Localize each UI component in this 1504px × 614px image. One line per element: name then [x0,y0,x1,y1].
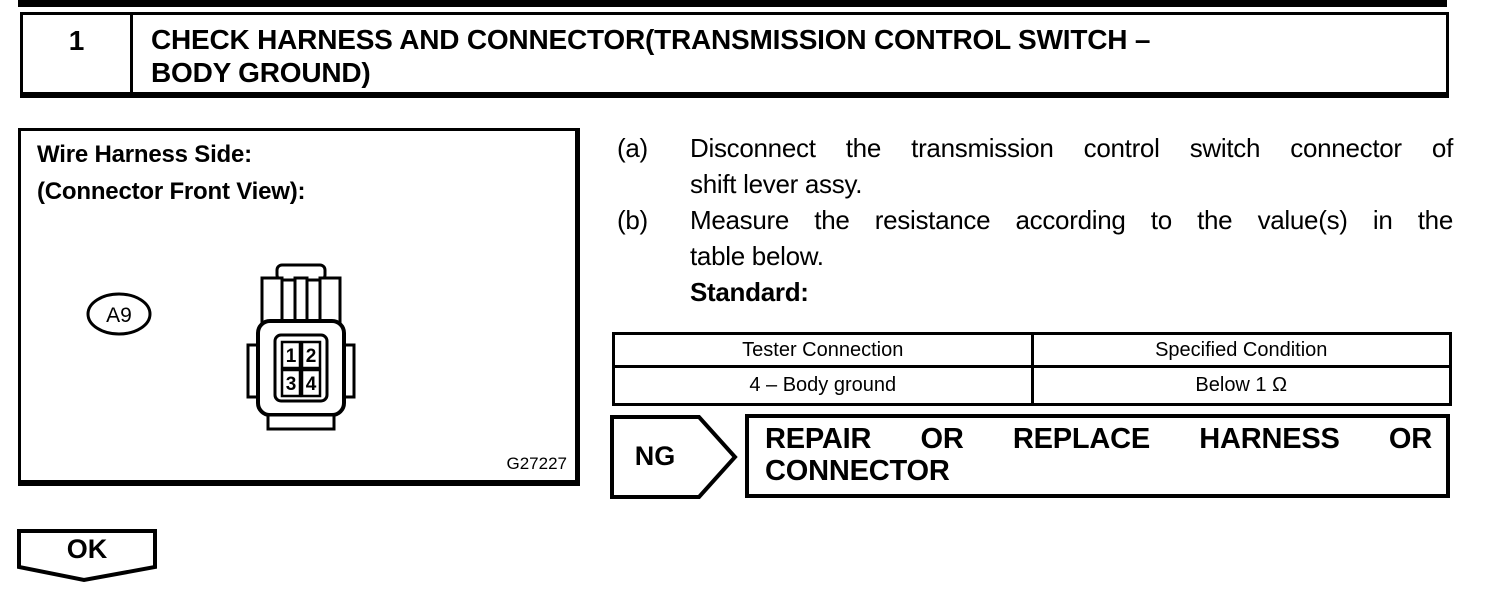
step-title-line1: CHECK HARNESS AND CONNECTOR(TRANSMISSION… [151,24,1151,55]
instruction-b: (b) Measure the resistance according to … [617,202,1453,310]
pin-cell-2 [300,340,322,370]
figure-caption-line2: (Connector Front View): [37,178,306,205]
ok-label: OK [66,533,108,564]
instructions: (a) Disconnect the transmission control … [617,130,1453,310]
spec-table-header-specified-condition: Specified Condition [1030,332,1452,368]
pin-cell-4 [300,368,322,398]
connector-left-prong [260,276,284,326]
standard-label: Standard: [690,277,809,307]
step-title: CHECK HARNESS AND CONNECTOR(TRANSMISSION… [133,15,1446,92]
step-title-line2: BODY GROUND) [151,57,371,88]
pin-2-label: 2 [306,346,317,367]
spec-table-row: 4 – Body ground Below 1 Ω [612,365,1452,406]
connector-drawing: 1 2 3 4 [246,263,356,431]
instruction-a-label: (a) [617,133,648,163]
instruction-b-label: (b) [617,205,648,235]
spec-table-cell-tester-connection: 4 – Body ground [612,365,1034,406]
spec-table: Tester Connection Specified Condition 4 … [612,332,1452,406]
connector-id-label: A9 [106,304,132,327]
connector-right-prong [318,276,342,326]
instruction-b-line1: Measure the resistance according to the … [690,205,1453,235]
instruction-a: (a) Disconnect the transmission control … [617,130,1453,202]
pin-3-label: 3 [286,374,297,395]
pin-4-label: 4 [306,374,317,395]
ng-action-box: REPAIR OR REPLACE HARNESS OR CONNECTOR [745,414,1450,498]
figure-box: Wire Harness Side: (Connector Front View… [18,128,580,486]
pin-1-label: 1 [286,346,297,367]
figure-code: G27227 [506,454,568,473]
instruction-a-line1: Disconnect the transmission control swit… [690,133,1453,163]
spec-table-header-tester-connection: Tester Connection [612,332,1034,368]
ng-arrow-shape [610,415,738,499]
step-number: 1 [23,15,133,92]
step-header-box: 1 CHECK HARNESS AND CONNECTOR(TRANSMISSI… [20,12,1449,98]
connector-bottom-lip [266,413,336,431]
ng-label: NG [634,440,676,471]
top-rule [18,0,1447,7]
instruction-b-line2: table below. [690,241,824,271]
ng-action-line1: REPAIR OR REPLACE HARNESS OR [765,423,1432,455]
spec-table-header-row: Tester Connection Specified Condition [612,332,1452,368]
pin-cell-3 [280,368,302,398]
figure-caption-line1: Wire Harness Side: [37,141,252,168]
ok-arrow-shape [17,529,157,583]
instruction-a-line2: shift lever assy. [690,169,863,199]
connector-id-balloon: A9 [86,292,152,336]
spec-table-cell-specified-condition: Below 1 Ω [1030,365,1452,406]
ng-action-line2: CONNECTOR [765,455,950,487]
pin-cell-1 [280,340,302,370]
